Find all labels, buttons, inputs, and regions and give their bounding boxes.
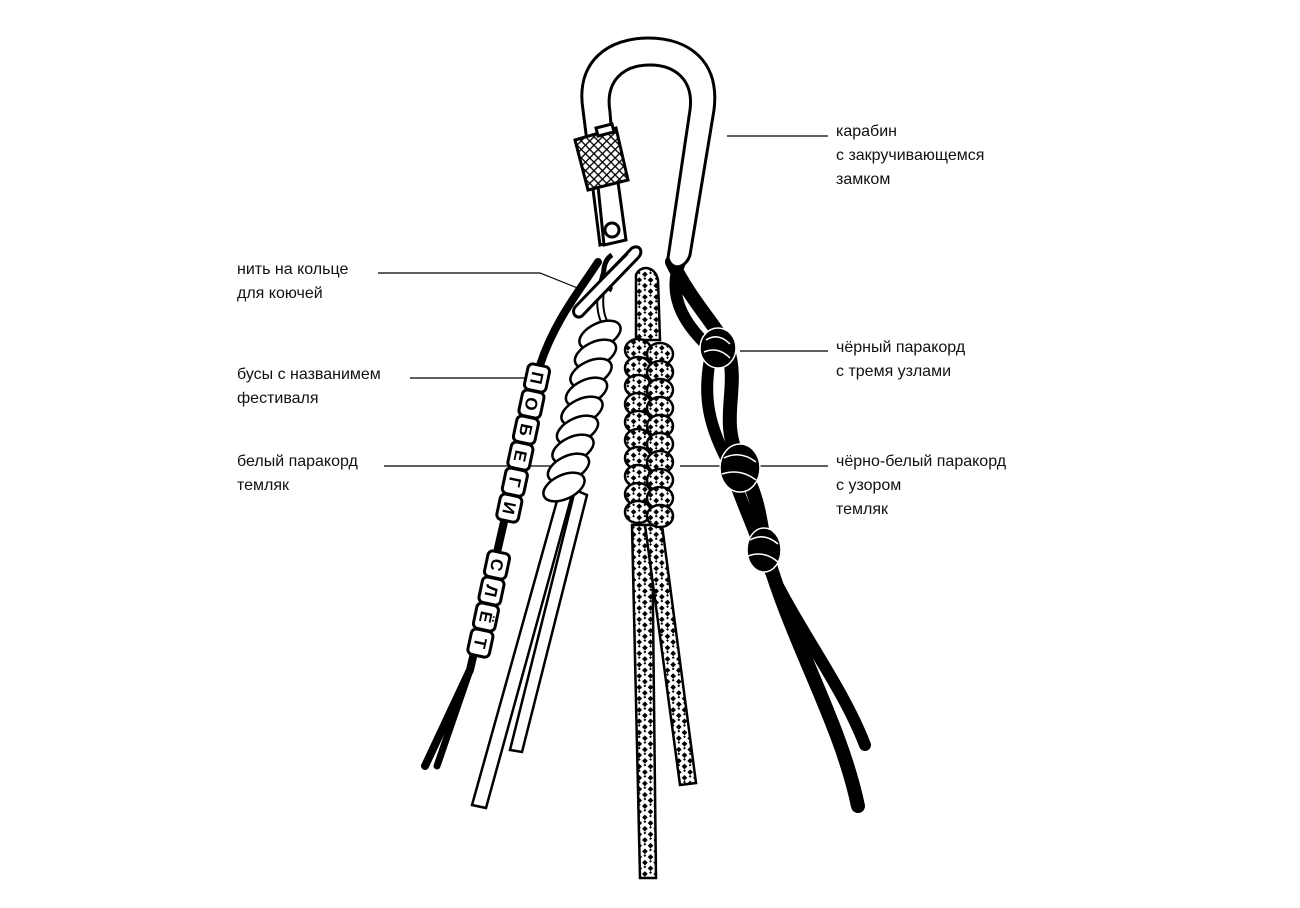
bead (495, 492, 524, 524)
label-line: бусы с названимем (237, 366, 381, 383)
bw-knot-coil (623, 391, 675, 421)
label-line: с тремя узлами (836, 363, 952, 380)
label-carabiner: карабин с закручивающемся замком (836, 120, 984, 192)
black-paracord-with-knots (665, 255, 871, 813)
label-line: с узором (836, 477, 902, 494)
leader-key-ring (378, 272, 581, 290)
knot (719, 443, 761, 493)
label-beads: бусы с названимем фестиваля (237, 363, 381, 411)
knot (746, 527, 782, 573)
label-line: белый паракорд (237, 453, 358, 470)
white-paracord-lanyard (470, 268, 622, 810)
label-line: фестиваля (237, 390, 319, 407)
bw-knot-coil (623, 409, 675, 439)
key-ring (572, 245, 643, 319)
label-line: карабин (836, 123, 897, 140)
label-line: чёрно-белый паракорд (836, 453, 1007, 470)
label-line: нить на кольце (237, 261, 349, 278)
black-white-paracord-lanyard (623, 266, 698, 880)
bead (466, 627, 495, 659)
label-line: для коючей (237, 285, 323, 302)
label-line: темляк (836, 501, 889, 518)
bead-word-2: СЛЁТ (466, 549, 512, 659)
bead-word-1: ПОБЕГИ (495, 362, 552, 524)
label-line: замком (836, 171, 891, 188)
label-line: с закручивающемся (836, 147, 985, 164)
bw-knot-coil (623, 499, 675, 529)
label-key-ring: нить на кольце для коючей (237, 258, 348, 306)
white-knot-coil (542, 471, 586, 503)
label-white-cord: белый паракорд темляк (237, 450, 358, 498)
bw-knot-coil (623, 337, 675, 367)
label-bw-cord: чёрно-белый паракорд с узором темляк (836, 450, 1006, 522)
label-black-cord: чёрный паракорд с тремя узлами (836, 336, 965, 384)
screw-lock-sleeve (573, 126, 630, 192)
knot (699, 327, 737, 369)
label-line: чёрный паракорд (836, 339, 966, 356)
screw-lock-carabiner (572, 36, 717, 319)
label-line: темляк (237, 477, 290, 494)
